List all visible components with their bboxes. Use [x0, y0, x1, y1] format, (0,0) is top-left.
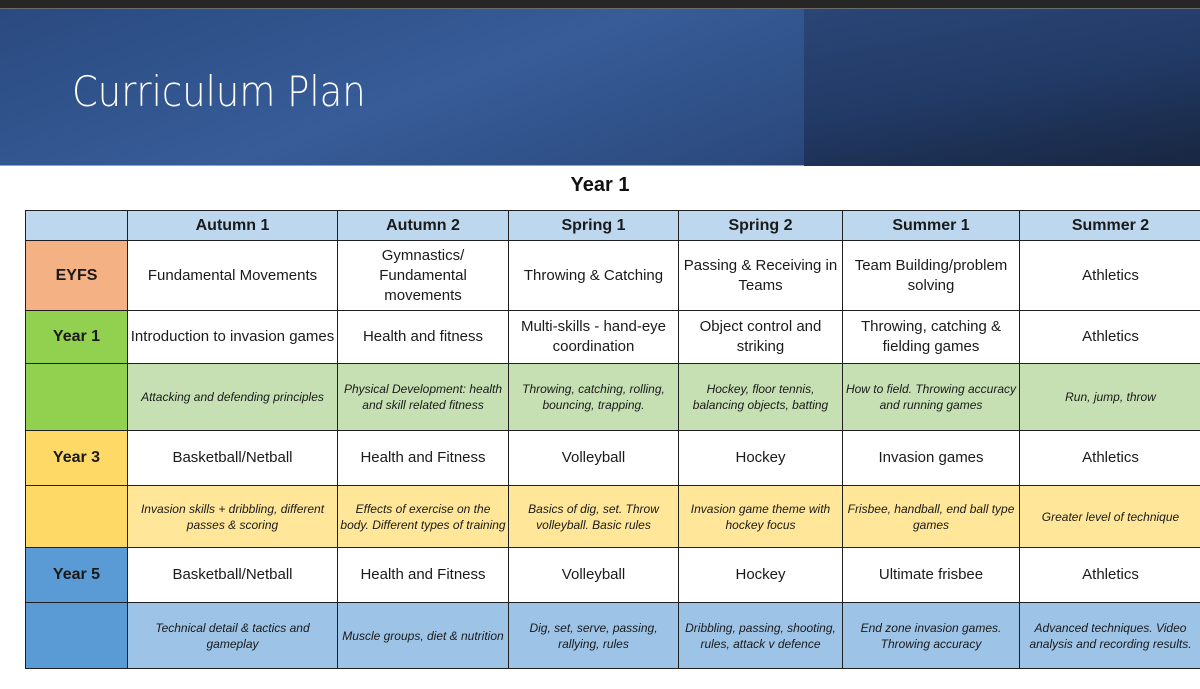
table-cell: Passing & Receiving in Teams [678, 240, 843, 311]
row-label-year-1: Year 1 [25, 310, 128, 364]
detail-cell: Throwing, catching, rolling, bouncing, t… [508, 363, 679, 431]
detail-cell: Attacking and defending principles [127, 363, 338, 431]
table-row-year-5: Year 5 Basketball/Netball Health and Fit… [25, 547, 1200, 603]
detail-cell: Hockey, floor tennis, balancing objects,… [678, 363, 843, 431]
table-cell: Athletics [1019, 430, 1200, 486]
detail-cell: Dribbling, passing, shooting, rules, att… [678, 602, 843, 669]
header-corner [25, 210, 128, 241]
table-cell: Hockey [678, 430, 843, 486]
detail-cell: Muscle groups, diet & nutrition [337, 602, 509, 669]
curriculum-table: Autumn 1 Autumn 2 Spring 1 Spring 2 Summ… [25, 210, 1200, 669]
title-banner: Curriculum Plan [0, 9, 1200, 166]
table-cell: Object control and striking [678, 310, 843, 364]
row-label-year-3-details [25, 485, 128, 548]
table-cell: Gymnastics/ Fundamental movements [337, 240, 509, 311]
header-summer-2: Summer 2 [1019, 210, 1200, 241]
detail-cell: Dig, set, serve, passing, rallying, rule… [508, 602, 679, 669]
header-spring-2: Spring 2 [678, 210, 843, 241]
detail-cell: Effects of exercise on the body. Differe… [337, 485, 509, 548]
detail-cell: Physical Development: health and skill r… [337, 363, 509, 431]
table-cell: Athletics [1019, 547, 1200, 603]
table-cell: Throwing, catching & fielding games [842, 310, 1020, 364]
header-autumn-1: Autumn 1 [127, 210, 338, 241]
table-cell: Volleyball [508, 430, 679, 486]
table-row-year-1: Year 1 Introduction to invasion games He… [25, 310, 1200, 364]
table-cell: Athletics [1019, 310, 1200, 364]
table-cell: Volleyball [508, 547, 679, 603]
row-label-year-5-details [25, 602, 128, 669]
detail-cell: Basics of dig, set. Throw volleyball. Ba… [508, 485, 679, 548]
detail-cell: End zone invasion games. Throwing accura… [842, 602, 1020, 669]
detail-cell: How to field. Throwing accuracy and runn… [842, 363, 1020, 431]
table-row-year-5-details: Technical detail & tactics and gameplay … [25, 602, 1200, 669]
page-title: Curriculum Plan [72, 67, 366, 116]
table-row-year-3: Year 3 Basketball/Netball Health and Fit… [25, 430, 1200, 486]
table-cell: Health and Fitness [337, 430, 509, 486]
row-label-year-3: Year 3 [25, 430, 128, 486]
window-top-bar [0, 0, 1200, 9]
table-cell: Athletics [1019, 240, 1200, 311]
detail-cell: Invasion game theme with hockey focus [678, 485, 843, 548]
table-cell: Introduction to invasion games [127, 310, 338, 364]
header-row: Autumn 1 Autumn 2 Spring 1 Spring 2 Summ… [25, 210, 1200, 241]
table-cell: Fundamental Movements [127, 240, 338, 311]
row-label-eyfs: EYFS [25, 240, 128, 311]
table-cell: Multi-skills - hand-eye coordination [508, 310, 679, 364]
table-cell: Health and Fitness [337, 547, 509, 603]
detail-cell: Advanced techniques. Video analysis and … [1019, 602, 1200, 669]
header-summer-1: Summer 1 [842, 210, 1020, 241]
table-row-year-1-details: Attacking and defending principles Physi… [25, 363, 1200, 431]
banner-accent-panel [804, 9, 1200, 166]
table-cell: Throwing & Catching [508, 240, 679, 311]
table-cell: Team Building/problem solving [842, 240, 1020, 311]
detail-cell: Technical detail & tactics and gameplay [127, 602, 338, 669]
table-cell: Health and fitness [337, 310, 509, 364]
row-label-year-5: Year 5 [25, 547, 128, 603]
detail-cell: Invasion skills + dribbling, different p… [127, 485, 338, 548]
table-cell: Invasion games [842, 430, 1020, 486]
row-label-year-1-details [25, 363, 128, 431]
header-autumn-2: Autumn 2 [337, 210, 509, 241]
table-cell: Basketball/Netball [127, 547, 338, 603]
detail-cell: Greater level of technique [1019, 485, 1200, 548]
header-spring-1: Spring 1 [508, 210, 679, 241]
detail-cell: Frisbee, handball, end ball type games [842, 485, 1020, 548]
table-cell: Basketball/Netball [127, 430, 338, 486]
table-row-eyfs: EYFS Fundamental Movements Gymnastics/ F… [25, 240, 1200, 311]
table-cell: Ultimate frisbee [842, 547, 1020, 603]
table-subtitle: Year 1 [570, 174, 630, 196]
detail-cell: Run, jump, throw [1019, 363, 1200, 431]
table-cell: Hockey [678, 547, 843, 603]
table-row-year-3-details: Invasion skills + dribbling, different p… [25, 485, 1200, 548]
